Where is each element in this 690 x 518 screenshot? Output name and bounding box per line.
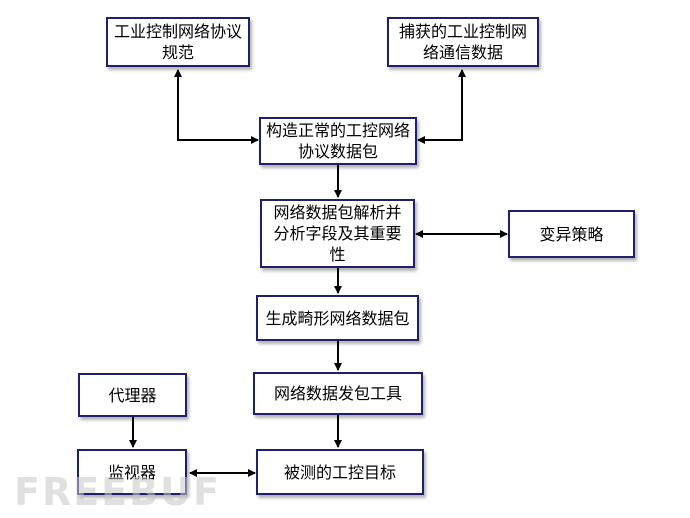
node-monitor: 监视器 (77, 449, 187, 495)
node-target-ics-label: 被测的工控目标 (283, 462, 396, 482)
arrow-spec-construct (174, 69, 259, 144)
node-mutation-strategy: 变异策略 (508, 210, 635, 258)
node-monitor-label: 监视器 (107, 462, 156, 482)
node-packet-sender-label: 网络数据发包工具 (273, 384, 402, 403)
node-target-ics: 被测的工控目标 (256, 449, 424, 495)
node-generate-malformed: 生成畸形网络数据包 (256, 295, 419, 341)
arrow-captured-construct (417, 69, 466, 144)
node-packet-sender: 网络数据发包工具 (253, 372, 423, 415)
node-parse-fields-label: 网络数据包解析并分析字段及其重要性 (273, 203, 402, 264)
node-construct-packets-label: 构造正常的工控网络协议数据包 (266, 121, 411, 161)
node-generate-malformed-label: 生成畸形网络数据包 (265, 308, 410, 328)
freebuf-watermark: FREEBUF (14, 470, 221, 514)
node-proxy-label: 代理器 (108, 385, 157, 405)
node-protocol-spec: 工业控制网络协议规范 (106, 17, 250, 67)
node-protocol-spec-label: 工业控制网络协议规范 (113, 22, 242, 62)
node-mutation-strategy-label: 变异策略 (539, 224, 604, 244)
node-captured-traffic-label: 捕获的工业控制网络通信数据 (398, 22, 527, 62)
node-parse-fields: 网络数据包解析并分析字段及其重要性 (260, 199, 415, 268)
node-captured-traffic: 捕获的工业控制网络通信数据 (387, 17, 539, 67)
node-proxy: 代理器 (78, 373, 187, 417)
node-construct-packets: 构造正常的工控网络协议数据包 (259, 117, 417, 165)
